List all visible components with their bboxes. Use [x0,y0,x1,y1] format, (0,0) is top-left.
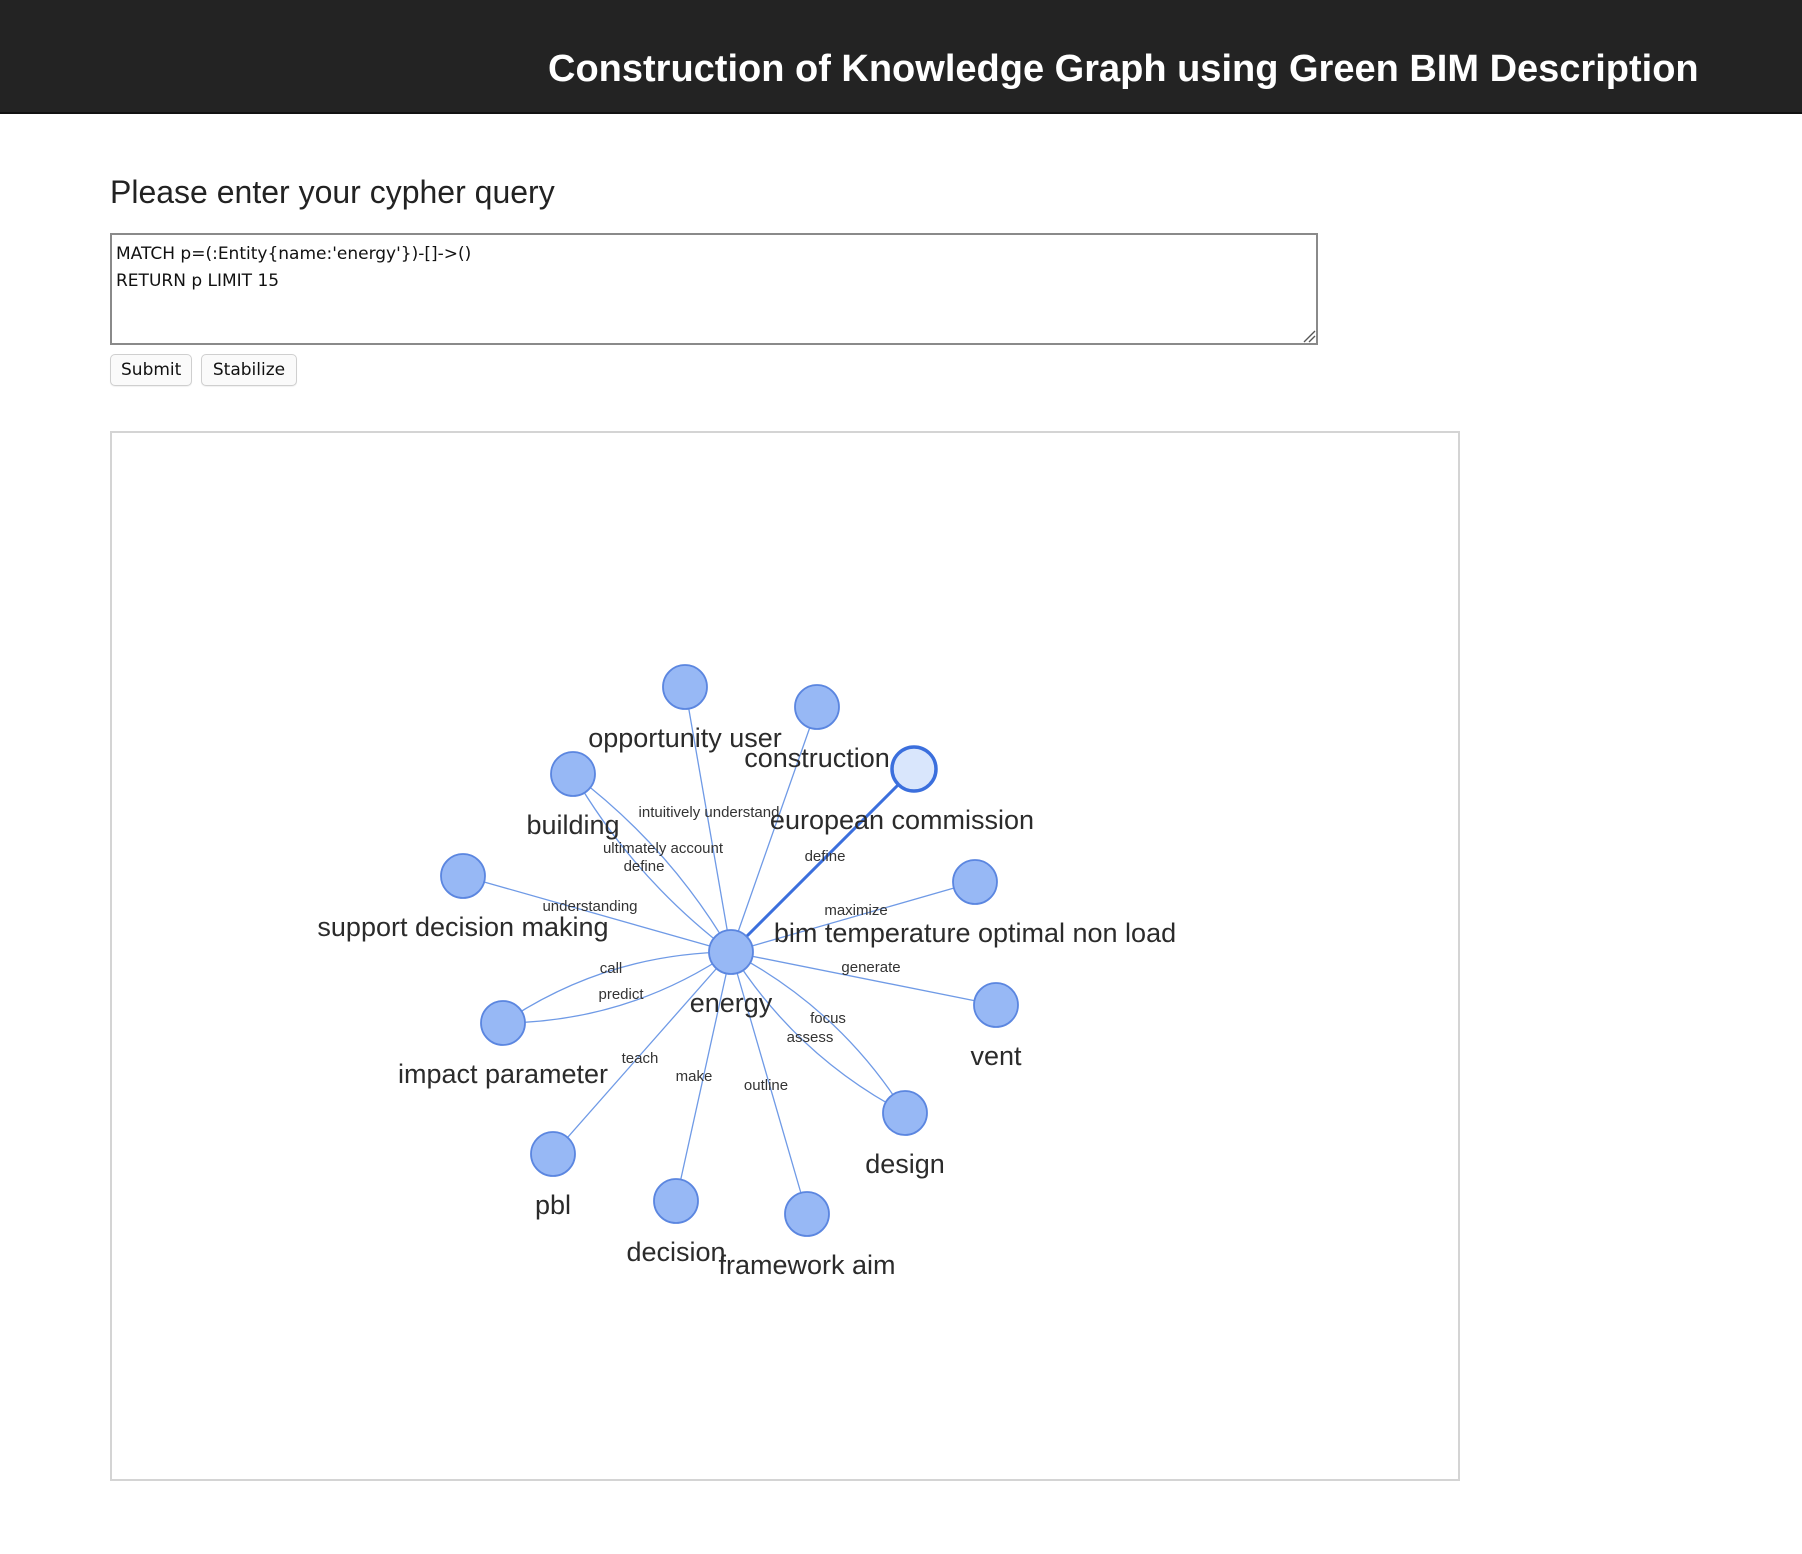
graph-edge-design[interactable] [730,951,906,1114]
node-label: bim temperature optimal non load [774,918,1176,948]
node-circle[interactable] [890,745,938,793]
app-header: Construction of Knowledge Graph using Gr… [0,0,1802,114]
edge-label: outline [744,1077,788,1094]
graph-node-decision[interactable]: decision [626,1178,726,1267]
node-circle[interactable] [794,684,840,730]
query-prompt: Please enter your cypher query [110,174,555,210]
node-circle[interactable] [662,664,708,710]
edge-label: make [676,1068,713,1085]
graph-node-building[interactable]: building [526,751,620,840]
graph-edge-construction[interactable] [730,706,818,953]
node-label: opportunity user [588,723,782,753]
graph-edge-impact-parameter[interactable] [502,951,732,1024]
submit-button[interactable]: Submit [110,354,192,386]
graph-node-pbl[interactable]: pbl [530,1131,576,1220]
edge-label: call [600,960,623,977]
node-label: support decision making [317,912,608,942]
graph-edge-pbl[interactable] [552,951,732,1155]
node-label: european commission [770,805,1034,835]
graph-node-vent[interactable]: vent [970,982,1022,1071]
cypher-query-input[interactable]: MATCH p=(:Entity{name:'energy'})-[]->() … [110,233,1318,345]
graph-edge-bim-temperature[interactable] [730,881,976,953]
edge-label: predict [598,986,644,1003]
graph-edge-framework-aim[interactable] [730,951,808,1215]
graph-edge-design[interactable] [730,951,906,1114]
edge-layer [462,686,997,1215]
node-circle[interactable] [530,1131,576,1177]
node-label: building [526,810,619,840]
edge-label: define [624,858,665,875]
node-circle[interactable] [440,853,486,899]
edge-label: define [805,848,846,865]
page-title: Construction of Knowledge Graph using Gr… [548,48,1699,90]
graph-edge-impact-parameter[interactable] [502,951,732,1024]
graph-edge-support-decision-making[interactable] [462,875,732,953]
graph-node-european-commission[interactable]: european commission [770,745,1034,835]
graph-node-design[interactable]: design [865,1090,945,1179]
edge-label: teach [622,1050,659,1067]
node-label: design [865,1149,945,1179]
edge-label: focus [810,1010,846,1027]
graph-node-bim-temperature[interactable]: bim temperature optimal non load [774,859,1176,948]
node-circle[interactable] [952,859,998,905]
graph-node-support-decision-making[interactable]: support decision making [317,853,609,942]
graph-node-construction[interactable]: construction [744,684,890,773]
node-circle[interactable] [653,1178,699,1224]
graph-edge-vent[interactable] [730,951,997,1006]
resize-handle-icon[interactable] [1302,329,1316,343]
edge-label: intuitively understand [639,804,780,821]
edge-label: assess [787,1029,834,1046]
graph-node-opportunity-user[interactable]: opportunity user [588,664,782,753]
graph-edge-european-commission[interactable] [729,767,916,954]
graph-edge-decision[interactable] [675,951,732,1202]
edge-label: understanding [542,898,637,915]
node-label: vent [970,1041,1022,1071]
node-label: framework aim [718,1250,895,1280]
graph-edge-opportunity-user[interactable] [684,686,732,953]
node-circle[interactable] [882,1090,928,1136]
graph-edge-building[interactable] [572,773,732,953]
edge-label: maximize [824,902,887,919]
stabilize-button[interactable]: Stabilize [201,354,297,386]
graph-node-framework-aim[interactable]: framework aim [718,1191,896,1280]
node-circle[interactable] [784,1191,830,1237]
node-label: decision [626,1237,725,1267]
graph-edge-building[interactable] [572,773,732,953]
graph-node-energy[interactable]: energy [690,929,773,1018]
node-label: energy [690,988,773,1018]
graph-node-impact-parameter[interactable]: impact parameter [398,1000,608,1089]
node-circle[interactable] [708,929,754,975]
node-circle[interactable] [550,751,596,797]
node-label: pbl [535,1190,571,1220]
node-circle[interactable] [973,982,1019,1028]
edge-label: ultimately account [603,840,724,857]
node-circle[interactable] [480,1000,526,1046]
edge-label: generate [841,959,900,976]
node-label: construction [744,743,890,773]
node-label: impact parameter [398,1059,608,1089]
